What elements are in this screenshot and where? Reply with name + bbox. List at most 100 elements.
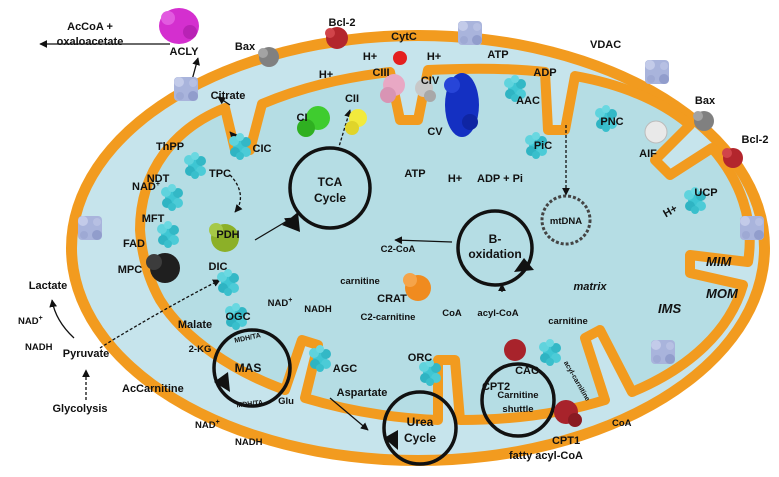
ogc-label: OGC bbox=[225, 311, 250, 323]
vdac-label: VDAC bbox=[590, 39, 621, 51]
oxaloacetate-label: oxaloacetate bbox=[57, 36, 124, 48]
cac-label: CAC bbox=[515, 365, 539, 377]
bcl2-right-label: Bcl-2 bbox=[742, 134, 769, 146]
tca-cycle: TCA Cycle bbox=[282, 146, 372, 232]
carnitine-shuttle-label-1: Carnitine bbox=[497, 390, 538, 401]
lactate-label: Lactate bbox=[29, 280, 68, 292]
bax-right-label: Bax bbox=[695, 95, 716, 107]
cv-label: CV bbox=[427, 126, 443, 138]
carnitine-shuttle-label-2: shuttle bbox=[502, 404, 533, 415]
inner-membrane bbox=[135, 63, 755, 425]
crat-label: CRAT bbox=[377, 293, 407, 305]
pyruvate-label: Pyruvate bbox=[63, 348, 109, 360]
tca-label-1: TCA bbox=[318, 175, 343, 189]
mdh-ta-bottom-label: MDH/TA bbox=[236, 400, 263, 410]
malate-label: Malate bbox=[178, 319, 212, 331]
atp-cv-label: ATP bbox=[404, 168, 425, 180]
ciii-label: CIII bbox=[372, 67, 389, 79]
nad-bottom-label: NAD+ bbox=[195, 419, 220, 431]
urea-label-2: Cycle bbox=[404, 431, 436, 445]
svg-text:mtDNA: mtDNA bbox=[550, 216, 582, 227]
nad-ogc-label: NAD+ bbox=[268, 297, 293, 309]
cpt2-label: CPT2 bbox=[482, 381, 510, 393]
nad-ndt-label: NAD+ bbox=[132, 181, 160, 193]
ndt-label: NDT bbox=[147, 173, 170, 185]
carnitine-label: carnitine bbox=[340, 276, 380, 287]
pdh-label: PDH bbox=[216, 229, 239, 241]
adp-pi-label: ADP + Pi bbox=[477, 173, 523, 185]
tpc-label: TPC bbox=[209, 168, 231, 180]
mft-label: MFT bbox=[142, 213, 165, 225]
pnc-label: PNC bbox=[600, 116, 623, 128]
civ-label: CIV bbox=[421, 75, 440, 87]
acly-label: ACLY bbox=[170, 46, 200, 58]
vdac-protein-3 bbox=[645, 60, 669, 84]
beta-ox-label-1: B- bbox=[489, 232, 502, 246]
complex-iv bbox=[415, 79, 436, 102]
carnitine-shuttle-cycle: Carnitine shuttle bbox=[480, 362, 556, 438]
mtdna: mtDNA bbox=[540, 194, 592, 246]
aac-label: AAC bbox=[516, 95, 540, 107]
ims-label: IMS bbox=[658, 301, 681, 316]
pic-label: PiC bbox=[534, 140, 552, 152]
bcl2-protein-top bbox=[325, 27, 348, 49]
accarnitine-label: AcCarnitine bbox=[122, 383, 184, 395]
beta-ox-label-2: oxidation bbox=[468, 247, 521, 261]
bax-top-label: Bax bbox=[235, 41, 256, 53]
bax-protein-right bbox=[693, 111, 714, 131]
nadh-bottom-label: NADH bbox=[235, 437, 263, 448]
complex-v bbox=[444, 73, 479, 137]
citrate-label: Citrate bbox=[211, 90, 246, 102]
ci-label: CI bbox=[297, 112, 308, 124]
vdac-protein-5 bbox=[740, 216, 764, 240]
complex-ii bbox=[345, 109, 367, 135]
coa-right-label: CoA bbox=[612, 418, 632, 429]
bcl2-top-label: Bcl-2 bbox=[329, 17, 356, 29]
nadh-ogc-label: NADH bbox=[304, 304, 332, 315]
acoa-label: AcCoA + bbox=[67, 21, 113, 33]
aspartate-label: Aspartate bbox=[337, 387, 388, 399]
mpc-label: MPC bbox=[118, 264, 143, 276]
beta-oxidation-cycle: B- oxidation bbox=[456, 209, 534, 287]
h-plus-1-label: H+ bbox=[319, 69, 333, 81]
cytc-label: CytC bbox=[391, 31, 417, 43]
mim-label: MIM bbox=[706, 254, 732, 269]
ucp-label: UCP bbox=[694, 187, 717, 199]
aif-protein bbox=[644, 120, 668, 144]
nadh-left-label: NADH bbox=[25, 342, 53, 353]
aif-label: AIF bbox=[639, 148, 657, 160]
two-kg-label: 2-KG bbox=[189, 344, 212, 355]
atp-top-label: ATP bbox=[487, 49, 508, 61]
carnitine-cac-label: carnitine bbox=[548, 316, 588, 327]
complex-iii bbox=[380, 74, 405, 103]
c2carnitine-label: C2-carnitine bbox=[361, 312, 416, 323]
urea-label-1: Urea bbox=[407, 415, 434, 429]
h-plus-cv-label: H+ bbox=[448, 173, 462, 185]
urea-cycle: Urea Cycle bbox=[382, 390, 458, 466]
glu-label: Glu bbox=[278, 396, 294, 407]
matrix-label: matrix bbox=[573, 281, 607, 293]
pdh-protein bbox=[209, 223, 239, 252]
bax-protein-top bbox=[258, 47, 279, 67]
orc-label: ORC bbox=[408, 352, 433, 364]
nad-left-label: NAD+ bbox=[18, 315, 43, 327]
thpp-label: ThPP bbox=[156, 141, 184, 153]
coa-label: CoA bbox=[442, 308, 462, 319]
vdac-protein-2 bbox=[458, 21, 482, 45]
mas-cycle: MAS bbox=[212, 328, 292, 408]
cic-label: CIC bbox=[253, 143, 272, 155]
vdac-protein-6 bbox=[651, 340, 675, 364]
acyl-coa-label: acyl-CoA bbox=[477, 308, 518, 319]
fatty-acyl-coa-label: fatty acyl-CoA bbox=[509, 450, 583, 462]
crat-protein bbox=[403, 273, 431, 301]
glycolysis-label: Glycolysis bbox=[52, 403, 107, 415]
cpt2-protein bbox=[504, 339, 526, 361]
agc-label: AGC bbox=[333, 363, 358, 375]
complex-i bbox=[297, 106, 330, 137]
mas-label: MAS bbox=[235, 361, 262, 375]
h-plus-3-label: H+ bbox=[427, 51, 441, 63]
cpt1-protein bbox=[554, 400, 582, 427]
dic-label: DIC bbox=[209, 261, 228, 273]
